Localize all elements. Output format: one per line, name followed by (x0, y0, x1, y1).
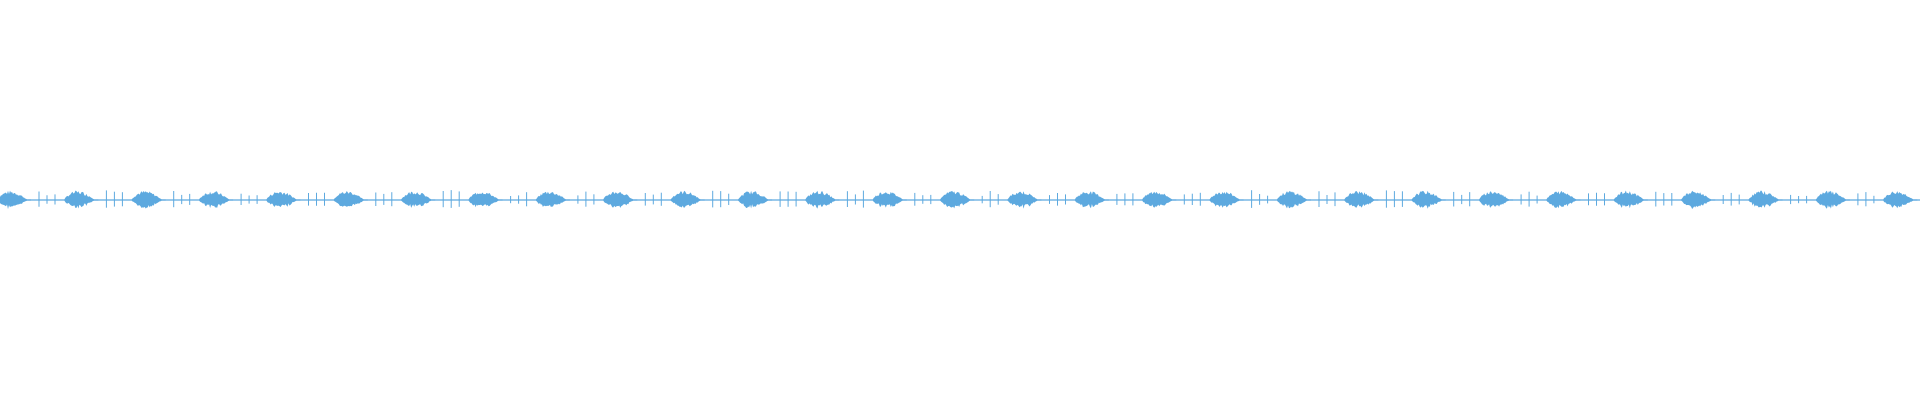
waveform-burst (0, 190, 31, 210)
waveform-burst (1074, 191, 1109, 209)
waveform-burst (131, 190, 166, 209)
waveform-burst (468, 192, 503, 208)
waveform-burst (333, 191, 368, 207)
waveform-burst (1344, 191, 1379, 208)
waveform-burst (940, 190, 975, 209)
waveform-burst (1815, 190, 1850, 209)
waveform-burst (805, 190, 840, 209)
waveform-burst (266, 192, 301, 208)
waveform-burst (1546, 190, 1581, 209)
waveform-burst (603, 191, 638, 208)
waveform-burst (1209, 191, 1244, 208)
waveform-burst (1479, 191, 1514, 208)
waveform-burst (1007, 191, 1042, 209)
waveform-burst (1883, 191, 1918, 209)
waveform-burst (738, 190, 773, 209)
waveform-burst (1142, 191, 1177, 208)
waveform-burst (1681, 190, 1716, 209)
waveform-burst (199, 191, 234, 208)
waveform-burst (64, 190, 99, 209)
waveform-burst (535, 191, 570, 207)
waveform-burst (1277, 190, 1311, 209)
waveform-burst (1613, 190, 1648, 209)
waveform-burst (670, 190, 705, 208)
waveform-burst (401, 191, 436, 208)
waveform-burst (1748, 190, 1783, 208)
waveform-burst (872, 191, 907, 208)
waveform-burst (1411, 190, 1446, 209)
waveform-bursts (0, 190, 1918, 210)
